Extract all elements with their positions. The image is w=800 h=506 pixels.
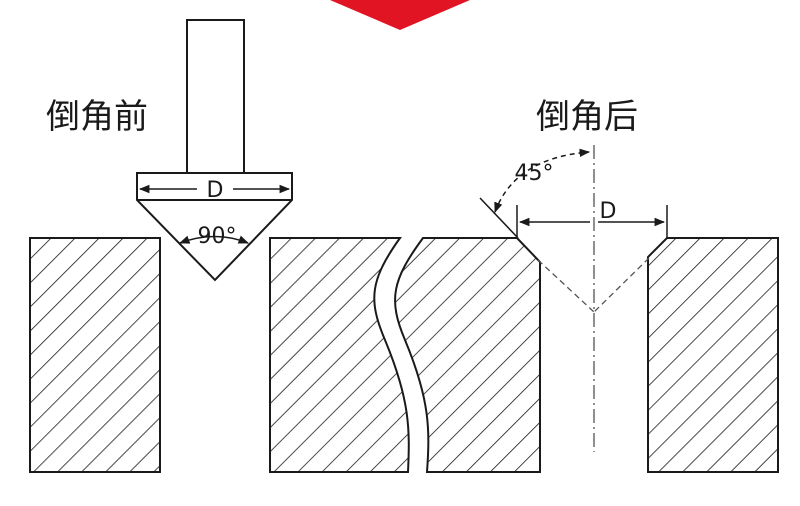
middle-block-left-part: [269, 237, 410, 473]
after-angle-arc: [494, 148, 591, 213]
banner-tip: [330, 0, 470, 30]
after-cone-left: [537, 259, 595, 313]
after-cone-right: [593, 257, 650, 313]
tool-shank: [186, 19, 245, 174]
after-block-right: [647, 237, 779, 473]
middle-block-right-part: [394, 237, 541, 473]
after-diameter-label: D: [600, 199, 617, 224]
before-angle-label: 90°: [198, 224, 237, 249]
after-angle-extension: [479, 197, 519, 239]
before-block-left: [29, 237, 161, 473]
after-title: 倒角后: [536, 97, 638, 137]
before-title: 倒角前: [46, 97, 148, 137]
before-diameter-label: D: [207, 178, 224, 203]
before-angle-arc: [179, 235, 249, 244]
after-angle-label: 45°: [515, 161, 554, 186]
